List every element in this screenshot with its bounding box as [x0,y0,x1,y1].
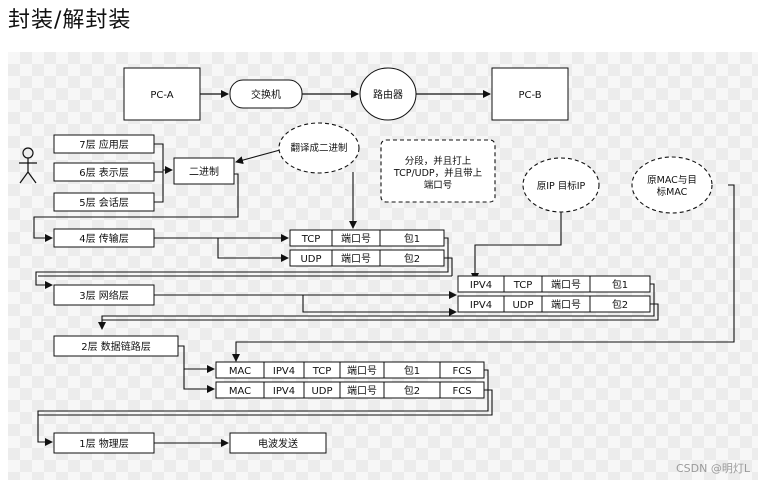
layer2-exit-connectors [37,369,493,446]
binary-box: 二进制 [173,157,235,185]
frame1-payload: 包1 [404,364,420,377]
upper-layers-connectors [154,143,173,203]
pc-a-label: PC-A [150,90,173,101]
mac-bubble: 原MAC与目 标MAC [631,156,713,214]
layer-3-box: 3层 网络层 [53,284,155,306]
switch-label: 交换机 [251,88,281,101]
mac-udp-frame: MAC IPV4 UDP 端口号 包2 FCS [215,381,485,399]
layer-7-box: 7层 应用层 [53,134,155,154]
arrow-translate-to-binary [235,149,281,165]
ipv4-tcp-packet: IPV4 TCP 端口号 包1 [457,275,651,293]
layer-2-box: 2层 数据链路层 [53,335,179,357]
watermark: CSDN @明灯L [676,462,750,475]
tcp-port: 端口号 [341,232,371,245]
packet1-tcp: TCP [513,280,533,291]
layer-3-label: 3层 网络层 [79,289,129,302]
radio-send-label: 电波发送 [258,437,298,450]
layer4-exit-connectors [35,237,453,289]
segment-note-line3: 端口号 [424,179,453,191]
mac-bubble-line2: 标MAC [657,186,688,198]
layer-2-label: 2层 数据链路层 [81,340,151,353]
frame2-udp: UDP [311,386,332,397]
frame1-fcs: FCS [452,366,471,377]
ip-bubble-text: 原IP 目标IP [537,180,586,192]
layer-4-label: 4层 传输层 [79,232,129,245]
layer-1-box: 1层 物理层 [53,432,155,454]
layer-7-label: 7层 应用层 [79,138,129,151]
layer-5-box: 5层 会话层 [53,192,155,212]
frame2-mac: MAC [229,386,251,397]
udp-header: UDP [300,254,321,265]
switch-node: 交换机 [229,79,303,109]
segment-note-box: 分段，并且打上 TCP/UDP，并且带上 端口号 [380,139,496,203]
pc-a-node: PC-A [123,67,201,121]
segment-note-line1: 分段，并且打上 [405,155,472,167]
pc-b-node: PC-B [491,67,569,121]
binary-label: 二进制 [189,165,219,178]
layer-4-box: 4层 传输层 [53,228,155,248]
router-node: 路由器 [359,67,417,121]
ipv4-udp-packet: IPV4 UDP 端口号 包2 [457,295,651,313]
mac-tcp-frame: MAC IPV4 TCP 端口号 包1 FCS [215,361,485,379]
packet1-payload: 包1 [612,278,628,291]
ipv4-header-1: IPV4 [470,280,492,291]
frame2-ipv4: IPV4 [273,386,295,397]
udp-segment: UDP 端口号 包2 [289,249,445,267]
layer3-connectors [154,212,562,316]
layer2-connectors [178,184,735,393]
layer3-exit-connectors [98,283,659,330]
frame1-tcp: TCP [312,366,332,377]
layer-6-label: 6层 表示层 [79,166,129,179]
stick-figure-person-icon [19,147,37,184]
udp-port: 端口号 [341,252,371,265]
diagram-canvas: PC-A 交换机 路由器 PC-B 7层 应用层 6层 表示层 5层 会话层 [8,52,758,480]
layer4-connectors [154,172,357,262]
udp-payload: 包2 [404,252,420,265]
frame1-port: 端口号 [347,364,377,377]
router-label: 路由器 [373,88,403,101]
tcp-segment: TCP 端口号 包1 [289,229,445,247]
pc-b-label: PC-B [518,90,541,101]
mac-bubble-line1: 原MAC与目 [647,175,697,186]
ip-bubble: 原IP 目标IP [522,157,600,213]
packet1-port: 端口号 [551,278,581,291]
tcp-header: TCP [301,234,321,245]
frame1-ipv4: IPV4 [273,366,295,377]
radio-send-box: 电波发送 [229,432,327,454]
layer-5-label: 5层 会话层 [79,196,129,209]
frame2-payload: 包2 [404,384,420,397]
packet2-udp: UDP [512,300,533,311]
packet2-port: 端口号 [551,298,581,311]
segment-note-line2: TCP/UDP，并且带上 [393,167,483,179]
encapsulation-diagram: PC-A 交换机 路由器 PC-B 7层 应用层 6层 表示层 5层 会话层 [19,67,735,454]
translate-bubble-text: 翻译成二进制 [290,142,347,154]
tcp-payload: 包1 [404,232,420,245]
layer-6-box: 6层 表示层 [53,162,155,182]
ipv4-header-2: IPV4 [470,300,492,311]
frame1-mac: MAC [229,366,251,377]
connector-binary-to-layer4 [33,173,239,242]
frame2-fcs: FCS [452,386,471,397]
packet2-payload: 包2 [612,298,628,311]
layer-1-label: 1层 物理层 [79,437,129,450]
frame2-port: 端口号 [347,384,377,397]
translate-bubble: 翻译成二进制 [278,122,360,174]
page-title: 封装/解封装 [8,8,132,33]
